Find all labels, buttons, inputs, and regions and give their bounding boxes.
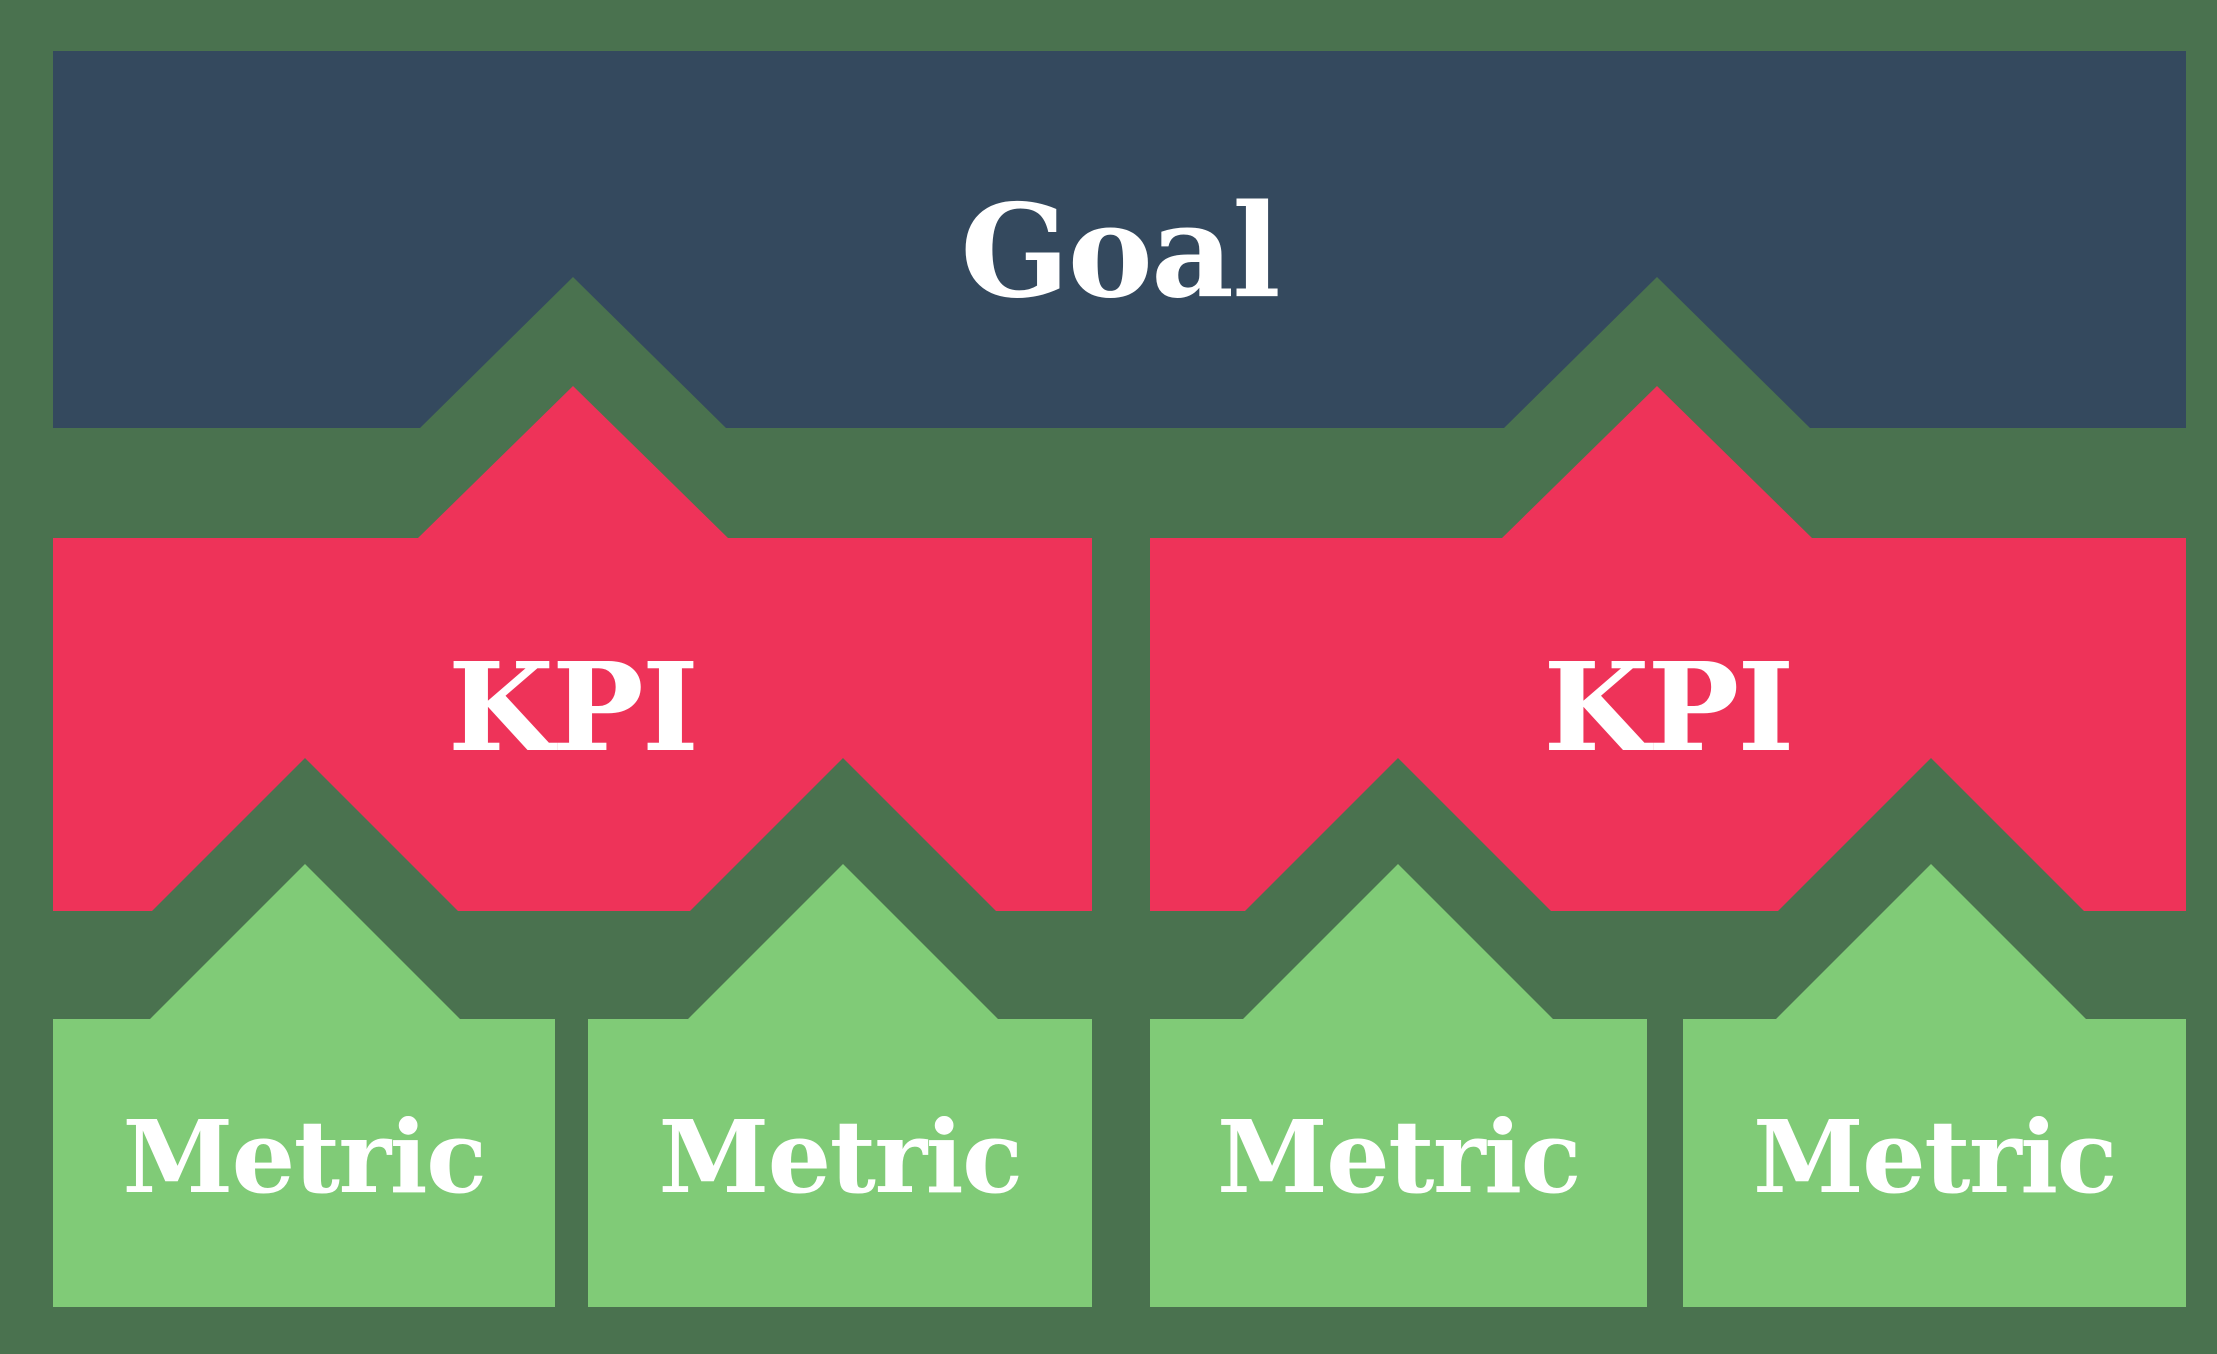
goal-bar-shape [53, 51, 2186, 428]
metric-box-3-shape [1150, 864, 1647, 1307]
kpi-bar-2-shape [1150, 386, 2186, 911]
metric-box-4-shape [1683, 864, 2186, 1307]
kpi-bar-1-shape [53, 386, 1092, 911]
metric-box-2-shape [588, 864, 1092, 1307]
metric-box-1-shape [53, 864, 555, 1307]
